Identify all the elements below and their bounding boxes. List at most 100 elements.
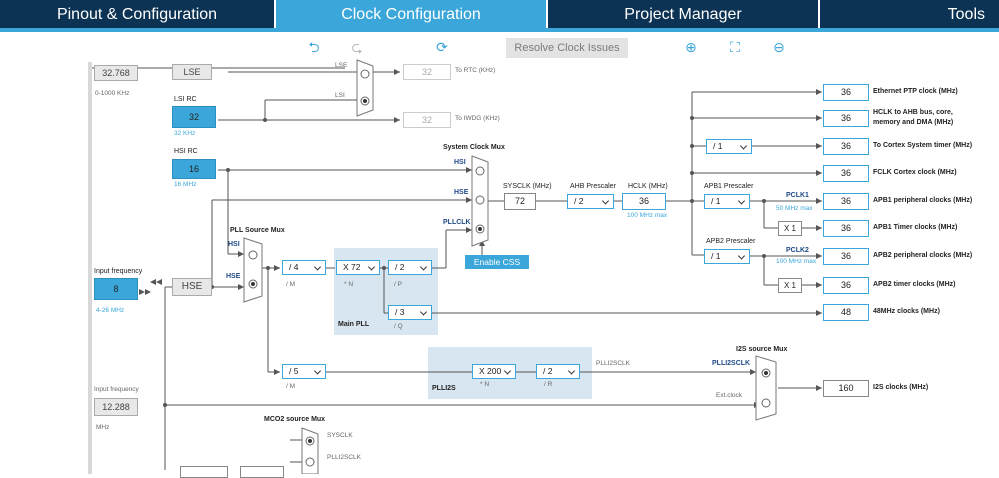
i2s-input-frequency[interactable]: 12.288 — [94, 398, 138, 416]
output-label-apb1-timer: APB1 Timer clocks (MHz) — [873, 224, 958, 231]
lsi-rc-title: LSI RC — [174, 96, 197, 103]
fit-screen-icon[interactable]: ⛶ — [730, 39, 740, 55]
pll-q-label: / Q — [394, 323, 403, 330]
rtc-clock-label: To RTC (KHz) — [455, 67, 496, 74]
mco2-output-box-a — [180, 466, 228, 478]
clock-toolbar: ⮌ ⮎ ⟳ ⊕ ⛶ ⊖ — [0, 32, 999, 62]
lse-range-label: 0-1000 KHz — [95, 90, 130, 97]
i2s-mux-plli2sclk-tag: PLLI2SCLK — [712, 360, 751, 367]
hclk-value-input[interactable]: 36 — [622, 193, 666, 210]
output-value-apb2-timer[interactable]: 36 — [823, 277, 869, 294]
undo-icon[interactable]: ⮌ — [308, 39, 320, 55]
i2s-mux-ext-clock-tag: Ext.clock — [716, 392, 743, 399]
ahb-prescaler-select[interactable]: / 2 — [567, 194, 614, 209]
i2s-clock-value: 160 — [823, 380, 869, 397]
pll-mux-hse-tag: HSE — [226, 273, 241, 280]
system-clock-mux-title: System Clock Mux — [443, 144, 505, 151]
main-pll-label: Main PLL — [338, 321, 370, 328]
mco2-plli2sclk-tag: PLLI2SCLK — [327, 454, 361, 461]
hse-oscillator[interactable]: HSE — [172, 278, 212, 296]
zoom-out-icon[interactable]: ⊖ — [773, 39, 785, 55]
mco2-sysclk-tag: SYSCLK — [327, 432, 353, 439]
i2s-clock-label: I2S clocks (MHz) — [873, 384, 929, 391]
apb1-prescaler-select[interactable]: / 1 — [704, 194, 750, 209]
sysclk-mux-hse-tag: HSE — [454, 189, 469, 196]
hse-range-label: 4-26 MHz — [96, 307, 125, 314]
apb1-timer-multiplier: X 1 — [778, 221, 802, 236]
hclk-max-label: 100 MHz max — [627, 212, 668, 219]
pll-m-label: / M — [286, 281, 296, 288]
pclk1-max-label: 50 MHz max — [776, 205, 813, 212]
i2s-input-unit: MHz — [96, 424, 110, 431]
output-value-apb2-peripheral[interactable]: 36 — [823, 248, 869, 265]
hclk-label: HCLK (MHz) — [628, 183, 668, 190]
sysclk-value: 72 — [504, 193, 536, 210]
sysclk-mux-pllclk-tag: PLLCLK — [443, 219, 471, 226]
refresh-icon[interactable]: ⟳ — [436, 39, 448, 55]
tab-project-manager[interactable]: Project Manager — [548, 0, 820, 28]
mco2-output-box-b — [240, 466, 284, 478]
hsi-unit-label: 16 MHz — [174, 181, 197, 188]
plli2s-r-label: / R — [544, 381, 553, 388]
output-value-hclk-ahb[interactable]: 36 — [823, 110, 869, 127]
tab-clock-configuration[interactable]: Clock Configuration — [276, 0, 548, 28]
tab-pinout-configuration[interactable]: Pinout & Configuration — [0, 0, 276, 28]
output-label-hclk-ahb-line2: memory and DMA (MHz) — [873, 119, 954, 126]
iwdg-clock-label: To IWDG (KHz) — [455, 115, 500, 122]
pll-n-label: * N — [344, 281, 354, 288]
rtc-mux-lse-tag: LSE — [335, 62, 348, 69]
enable-css-button[interactable]: Enable CSS — [465, 255, 529, 269]
output-value-apb1-peripheral[interactable]: 36 — [823, 193, 869, 210]
i2s-input-frequency-label: Input frequency — [94, 386, 139, 393]
resolve-clock-issues-button[interactable]: Resolve Clock Issues — [506, 38, 628, 58]
output-value-48mhz[interactable]: 48 — [823, 304, 869, 321]
ahb-prescaler-label: AHB Prescaler — [570, 183, 616, 190]
tab-underline — [0, 28, 999, 32]
sysclk-mux-hsi-tag: HSI — [454, 159, 466, 166]
pll-p-label: / P — [394, 281, 402, 288]
pll-source-mux-title: PLL Source Mux — [230, 227, 285, 234]
lse-frequency-input[interactable]: 32.768 — [94, 65, 138, 81]
zoom-in-icon[interactable]: ⊕ — [685, 39, 697, 55]
output-label-hclk-ahb: HCLK to AHB bus, core, — [873, 109, 953, 116]
pll-n-multiplier-select[interactable]: X 72 — [336, 260, 380, 275]
plli2s-r-divider-select[interactable]: / 2 — [536, 364, 580, 379]
pll-p-divider-select[interactable]: / 2 — [388, 260, 432, 275]
pll-mux-hsi-tag: HSI — [228, 241, 240, 248]
hse-input-frequency-label: Input frequency — [94, 268, 143, 275]
output-value-cortex-timer[interactable]: 36 — [823, 138, 869, 155]
output-label-apb2-timer: APB2 timer clocks (MHz) — [873, 281, 956, 288]
hsi-rc-title: HSI RC — [174, 148, 198, 155]
plli2s-m-label: / M — [286, 383, 296, 390]
output-label-ethernet-ptp: Ethernet PTP clock (MHz) — [873, 88, 958, 95]
pclk2-max-label: 100 MHz max — [776, 258, 817, 265]
sysclk-label: SYSCLK (MHz) — [503, 183, 552, 190]
plli2s-n-label: * N — [480, 381, 490, 388]
tab-tools[interactable]: Tools — [820, 0, 999, 28]
redo-icon[interactable]: ⮎ — [351, 39, 363, 55]
lse-oscillator[interactable]: LSE — [172, 64, 212, 80]
top-tab-bar: Pinout & Configuration Clock Configurati… — [0, 0, 999, 28]
i2s-source-mux-title: I2S source Mux — [736, 346, 788, 353]
plli2s-clk-tag: PLLI2SCLK — [596, 360, 630, 367]
apb1-prescaler-label: APB1 Prescaler — [704, 183, 754, 190]
rtc-clock-value: 32 — [403, 64, 451, 80]
output-label-48mhz: 48MHz clocks (MHz) — [873, 308, 940, 315]
output-value-apb1-timer[interactable]: 36 — [823, 220, 869, 237]
output-label-fclk: FCLK Cortex clock (MHz) — [873, 169, 957, 176]
pclk1-label: PCLK1 — [786, 192, 809, 199]
hse-input-frequency[interactable]: 8 — [94, 278, 138, 300]
rtc-mux-lsi-tag: LSI — [335, 92, 345, 99]
pll-q-divider-select[interactable]: / 3 — [388, 305, 432, 320]
cortex-timer-divider-select[interactable]: / 1 — [706, 139, 752, 154]
plli2s-m-divider-select[interactable]: / 5 — [282, 364, 326, 379]
output-label-apb1-peripheral: APB1 peripheral clocks (MHz) — [873, 197, 973, 204]
apb2-prescaler-select[interactable]: / 1 — [704, 249, 750, 264]
pll-m-divider-select[interactable]: / 4 — [282, 260, 326, 275]
pclk2-label: PCLK2 — [786, 247, 809, 254]
output-value-ethernet-ptp[interactable]: 36 — [823, 84, 869, 101]
mco2-source-mux-title: MCO2 source Mux — [264, 416, 326, 423]
output-value-fclk[interactable]: 36 — [823, 165, 869, 182]
output-label-apb2-peripheral: APB2 peripheral clocks (MHz) — [873, 252, 973, 259]
plli2s-n-multiplier-select[interactable]: X 200 — [472, 364, 516, 379]
